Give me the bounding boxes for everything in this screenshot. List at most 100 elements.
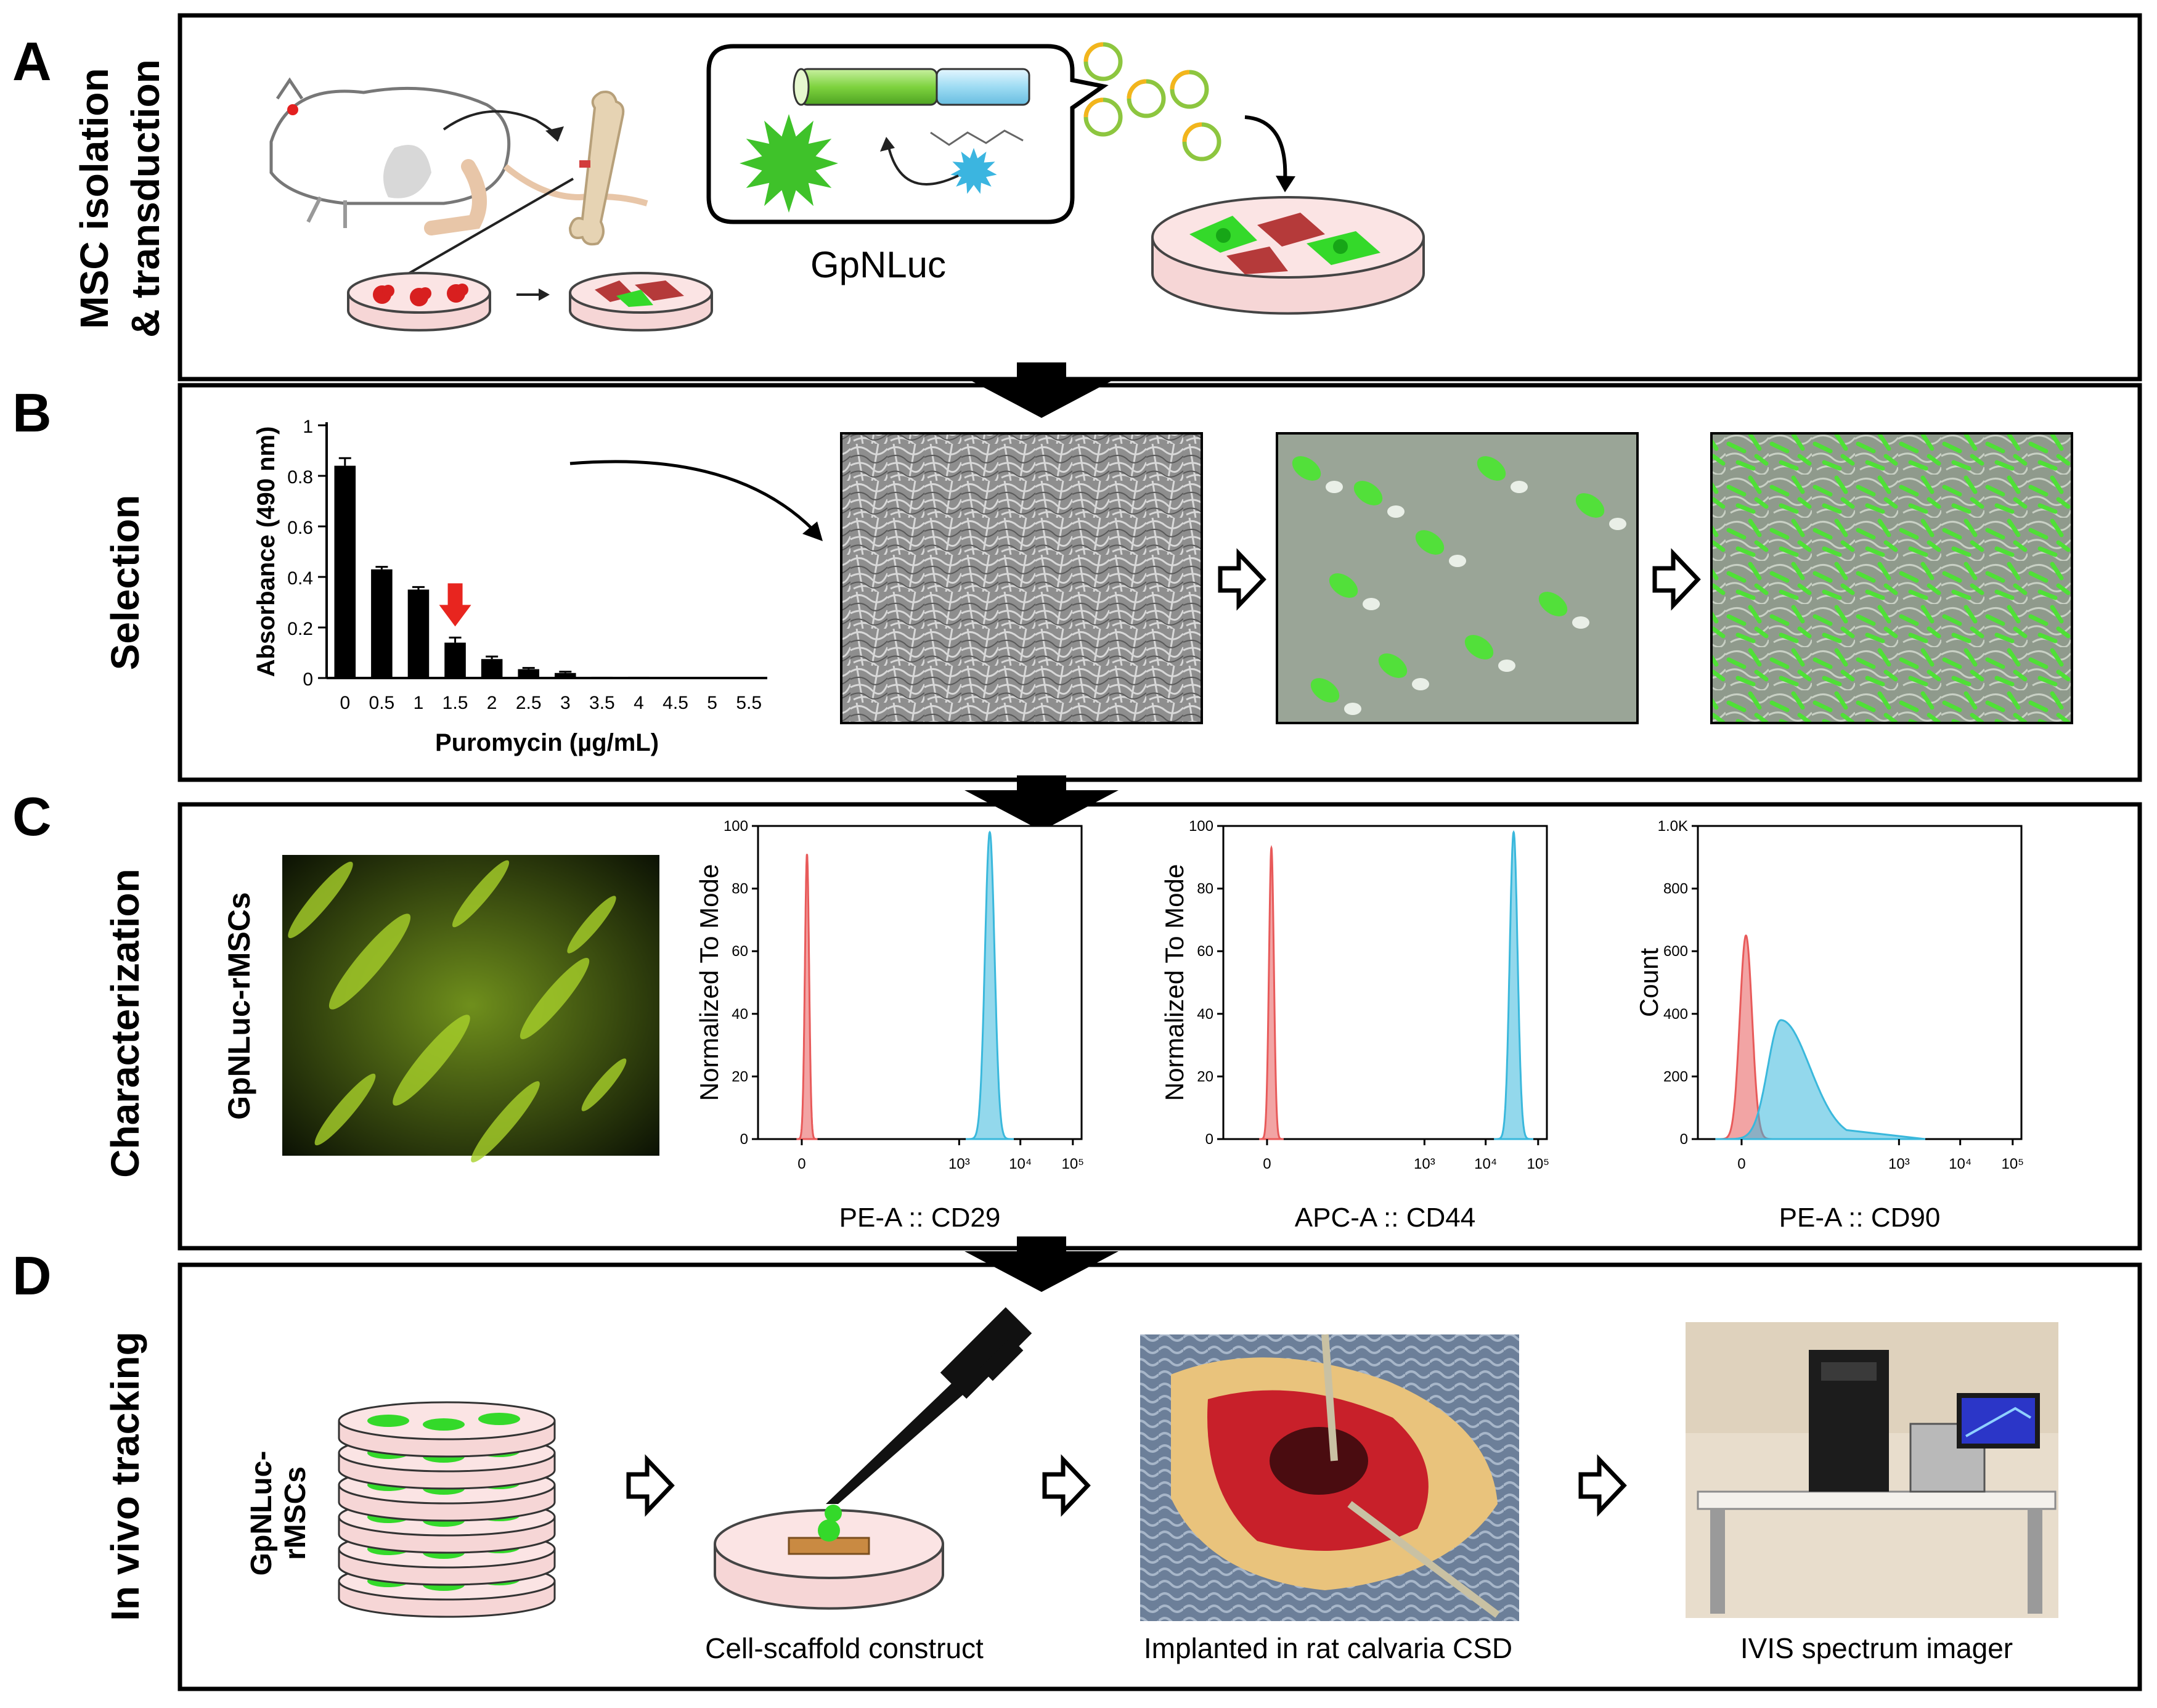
dish-cell-scaffold	[714, 1509, 944, 1610]
bar	[481, 659, 503, 678]
arrow-head	[1276, 176, 1295, 192]
y-tick-label: 40	[732, 1006, 748, 1023]
rat-body	[269, 86, 511, 205]
side-label-b: Selection	[103, 495, 147, 671]
step-arrow-d2	[1042, 1454, 1091, 1517]
y-tick-label: 100	[1189, 818, 1213, 835]
y-tick-label: 400	[1663, 1006, 1688, 1023]
panel-connector-arrow-2	[964, 775, 1119, 831]
bar	[407, 589, 430, 678]
y-tick-label: 0.2	[287, 619, 313, 639]
dead-cell	[1572, 616, 1589, 629]
dead-cell	[1387, 505, 1405, 518]
y-tick-label: 200	[1663, 1068, 1688, 1085]
step-arrow-d1	[626, 1454, 675, 1517]
gfp-cell	[1575, 493, 1605, 518]
bar	[555, 672, 576, 678]
fluorescent-cell	[314, 1073, 376, 1146]
panel-letter-b: B	[12, 382, 52, 443]
side-label-d: In vivo tracking	[103, 1331, 147, 1620]
y-tick-label: 60	[732, 943, 748, 960]
selected-dose-arrow	[439, 583, 471, 627]
x-tick-label: 1.5	[442, 693, 468, 713]
dead-cell	[1363, 598, 1380, 610]
bar	[591, 676, 613, 678]
x-tick-label: 10⁵	[1527, 1156, 1549, 1172]
x-axis-title: PE-A :: CD90	[1779, 1203, 1941, 1233]
x-tick-label: 10³	[948, 1156, 970, 1172]
y-tick-label: 0.8	[287, 467, 313, 488]
gfp-cell	[1353, 481, 1383, 505]
rat-tail	[503, 164, 648, 206]
y-tick-label: 100	[724, 818, 748, 835]
panel-frame-d	[177, 1262, 2142, 1691]
red-cell-cluster	[382, 285, 394, 297]
y-tick-label: 0.4	[287, 568, 313, 589]
panel-connector-arrow-1	[964, 362, 1119, 418]
fluorescent-cell	[328, 913, 411, 1010]
fluorescent-cell	[471, 1081, 540, 1163]
y-tick-label: 20	[1197, 1068, 1213, 1085]
arrow-transduction	[1244, 115, 1287, 182]
step1-caption: Cell-scaffold construct	[705, 1632, 984, 1664]
panel-letter-c: C	[12, 786, 52, 847]
x-tick-label: 0	[340, 693, 350, 713]
y-tick-label: 80	[732, 881, 748, 897]
x-tick-label: 0	[1263, 1156, 1271, 1172]
x-tick-label: 0.5	[369, 693, 395, 713]
bar	[444, 642, 466, 678]
rat-eye	[287, 104, 298, 115]
stack-label-line1: GpNLuc-	[245, 1451, 278, 1576]
x-tick-label: 10⁴	[1949, 1156, 1971, 1172]
x-axis-title: APC-A :: CD44	[1295, 1203, 1475, 1233]
fluorescent-cell	[520, 957, 590, 1040]
msc-cell-green	[616, 290, 653, 307]
y-tick-label: 1	[303, 417, 313, 437]
step-arrow-d3	[1578, 1454, 1627, 1517]
pipette-body	[940, 1307, 1032, 1399]
construct-label: GpNLuc	[810, 244, 946, 285]
fluorescent-cell	[567, 896, 616, 954]
bar	[628, 676, 650, 678]
gfp-cell	[423, 1418, 465, 1431]
side-label-c: Characterization	[103, 868, 147, 1177]
y-tick-label: 0.6	[287, 518, 313, 538]
dish-transduced-cells	[1151, 196, 1425, 315]
arrow-head	[802, 521, 823, 541]
panel-connector-arrow-3	[964, 1236, 1119, 1292]
x-tick-label: 1	[414, 693, 424, 713]
panel-letter-d: D	[12, 1245, 52, 1306]
fluorescent-cell	[288, 861, 353, 939]
gfp-cell	[1378, 653, 1408, 678]
monitor-screen	[1962, 1398, 2035, 1444]
bench-leg	[1710, 1509, 1725, 1614]
y-tick-label: 0	[1205, 1131, 1213, 1148]
step2-caption: Implanted in rat calvaria CSD	[1144, 1632, 1512, 1664]
panel-frame-c	[177, 802, 2142, 1251]
bone-illustration	[568, 91, 625, 246]
y-axis-title: Count	[1634, 948, 1663, 1017]
y-tick-label: 1.0K	[1658, 818, 1688, 835]
panel-frame-b	[177, 383, 2142, 782]
bar	[664, 677, 687, 678]
side-label-a-line1: MSC isolation	[72, 68, 116, 329]
forceps-upper	[1321, 1334, 1338, 1461]
dish-expanded-cells	[569, 272, 713, 332]
lentivector-insert	[1170, 70, 1190, 90]
gfp-cell	[1310, 678, 1340, 703]
msc-cell	[635, 280, 684, 301]
step-arrow-b1	[1218, 548, 1266, 611]
micrograph-selected	[1710, 432, 2073, 724]
substrate-molecule	[930, 129, 1024, 146]
gfp-cell	[478, 1413, 520, 1425]
bar	[334, 465, 356, 678]
gfp-cell	[1538, 592, 1568, 616]
rat-illustration	[269, 77, 648, 235]
x-tick-label: 0	[1737, 1156, 1745, 1172]
gfp-cell	[1415, 530, 1445, 555]
x-tick-label: 2.5	[516, 693, 542, 713]
histogram-series	[796, 854, 818, 1140]
